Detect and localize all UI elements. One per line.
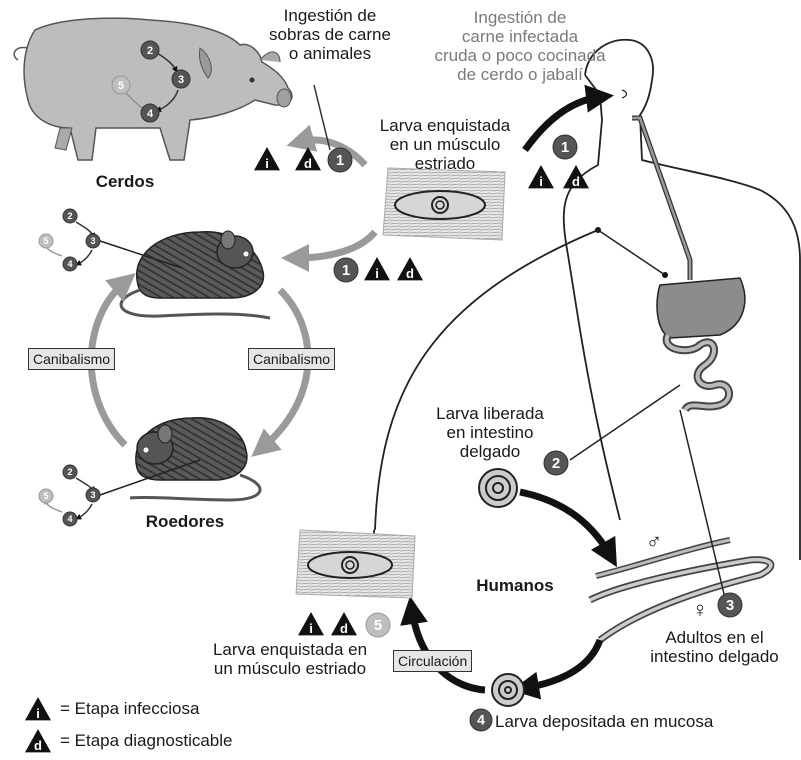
stage-five-number: 5 <box>118 80 124 92</box>
stage-five-number: 5 <box>374 617 382 634</box>
rat-top <box>121 231 270 318</box>
larva-coil-mucosa <box>492 674 524 706</box>
diagnostic-letter: d <box>406 266 414 281</box>
stage-three-number: 3 <box>90 490 95 500</box>
stage-four-number: 4 <box>67 259 72 269</box>
stage-one-number: 1 <box>342 262 350 279</box>
male-symbol: ♂ <box>642 532 666 551</box>
rat-bottom <box>130 418 260 500</box>
stage-one-number: 1 <box>336 152 344 169</box>
diagnostic-letter: d <box>572 174 580 189</box>
stage-two-number: 2 <box>147 45 153 57</box>
human-silhouette <box>564 40 800 560</box>
larva-coil-released <box>479 469 517 507</box>
diagnostic-letter: d <box>340 621 348 636</box>
label-humans: Humanos <box>460 576 570 595</box>
label-rodents: Roedores <box>130 512 240 531</box>
legend-infective-text: = Etapa infecciosa <box>60 699 199 718</box>
stage-five-number: 5 <box>43 491 48 501</box>
stage-four-number: 4 <box>147 108 154 120</box>
label-pig-ingestion: Ingestión de sobras de carne o animales <box>255 6 405 63</box>
label-encysted-bottom: Larva enquistada en un músculo estriado <box>190 640 390 678</box>
legend-diagnostic-text: = Etapa diagnosticable <box>60 731 233 750</box>
muscle-top <box>383 168 505 240</box>
label-larva-released: Larva liberada en intestino delgado <box>420 404 560 461</box>
stage-five-number: 5 <box>43 236 48 246</box>
stage-two-number: 2 <box>67 211 72 221</box>
label-deposited: Larva depositada en mucosa <box>495 712 713 731</box>
stage-three-number: 3 <box>726 597 734 614</box>
label-human-ingestion: Ingestión de carne infectada cruda o poc… <box>415 8 625 84</box>
label-cannibalism-left: Canibalismo <box>28 348 115 370</box>
infective-letter: i <box>375 266 379 281</box>
infective-letter: i <box>36 706 40 721</box>
stage-four-number: 4 <box>477 712 485 728</box>
stage-one-number: 1 <box>561 139 569 156</box>
stage-four-number: 4 <box>67 514 72 524</box>
adult-worms <box>590 540 771 640</box>
diagnostic-letter: d <box>34 738 42 753</box>
label-encysted-top: Larva enquistada en un músculo estriado <box>360 116 530 173</box>
label-cannibalism-right: Canibalismo <box>248 348 335 370</box>
stage-three-number: 3 <box>178 74 184 86</box>
pig-illustration <box>14 18 292 160</box>
infective-letter: i <box>265 156 269 171</box>
diagnostic-letter: d <box>304 156 312 171</box>
stage-two-number: 2 <box>67 467 72 477</box>
label-pigs: Cerdos <box>80 172 170 191</box>
muscle-bottom <box>296 530 415 598</box>
label-adults: Adultos en el intestino delgado <box>632 628 797 666</box>
infective-letter: i <box>539 174 543 189</box>
stage-three-number: 3 <box>90 236 95 246</box>
infective-letter: i <box>309 621 313 636</box>
female-symbol: ♀ <box>688 600 712 619</box>
label-circulation: Circulación <box>393 650 472 672</box>
